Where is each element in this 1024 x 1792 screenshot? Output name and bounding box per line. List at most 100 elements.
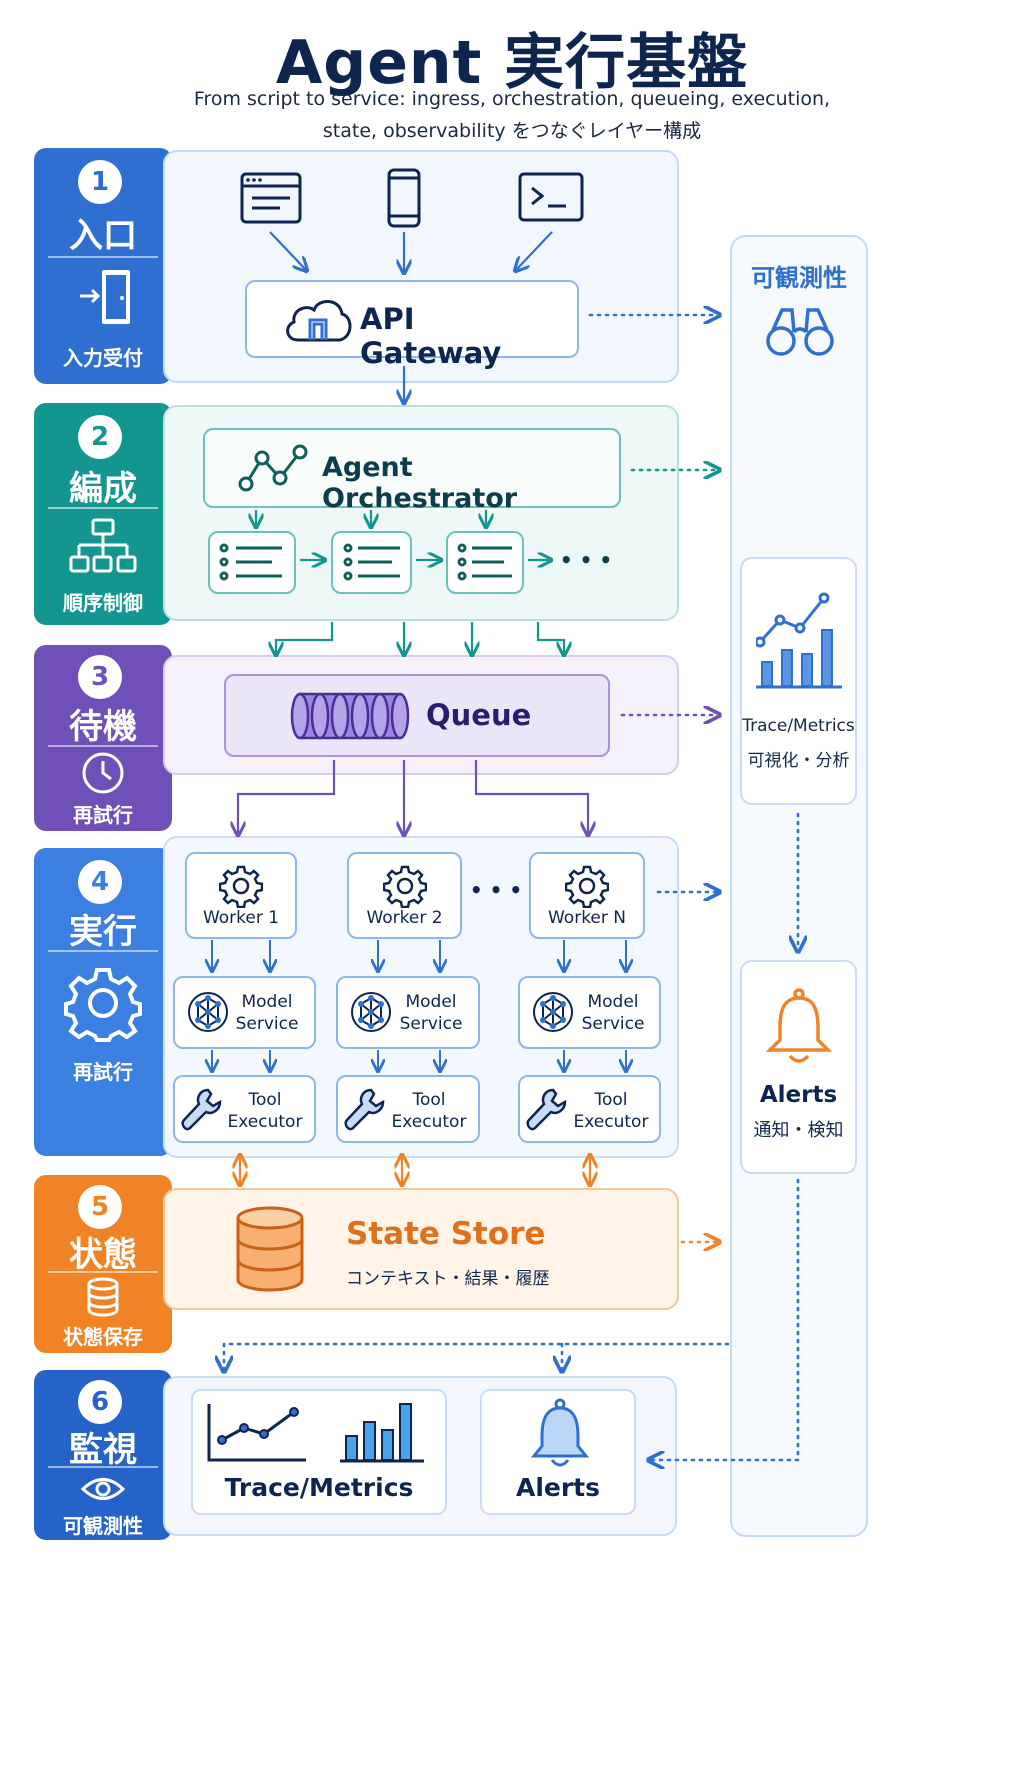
eye-icon [80, 1478, 126, 1500]
layer-4-divider [48, 950, 158, 952]
worker-2-box [347, 852, 462, 939]
worker-2-gear-icon [383, 865, 427, 908]
layer-5-rail: 5 状態 状態保存 [34, 1175, 172, 1353]
metrics-chart-icon [756, 592, 842, 689]
layer-3-rail: 3 待機 再試行 [34, 645, 172, 831]
layer-4-label: 実行 [69, 912, 137, 952]
terminal-icon [518, 172, 584, 222]
tool-3-label-line2: Executor [573, 1112, 649, 1132]
line-chart-icon [207, 1404, 306, 1462]
tool-1-wrench-icon [181, 1088, 222, 1131]
layer-5-divider [48, 1271, 158, 1273]
tool-2-label-line1: Tool [412, 1090, 446, 1110]
bar-chart-icon [340, 1403, 424, 1463]
layer-4-number: 4 [78, 860, 122, 904]
obs-alerts-card [740, 960, 857, 1174]
layer-3-number: 3 [78, 655, 122, 699]
layer-1-label: 入口 [69, 216, 137, 256]
model-1-label-line2: Service [235, 1014, 299, 1034]
model-2-label-line2: Service [399, 1014, 463, 1034]
model-3-label-line1: Model [587, 992, 639, 1012]
arrow-terminal-gateway [516, 231, 553, 270]
worker-1-label: Worker 1 [202, 908, 280, 928]
tool-2-wrench-icon [344, 1088, 385, 1131]
graph-nodes-icon [238, 444, 308, 492]
model-service-1-box [173, 976, 316, 1049]
layer-1-sublabel: 入力受付 [63, 346, 143, 370]
observability-title: 可観測性 [751, 264, 847, 292]
binoculars-icon [766, 308, 834, 356]
tool-3-label-line1: Tool [594, 1090, 628, 1110]
layer-1-divider [48, 256, 158, 258]
obs-alerts-label: Alerts [759, 1082, 838, 1108]
model-service-3-box [518, 976, 661, 1049]
queue-cylinder-icon [290, 692, 410, 740]
layer-4-sublabel: 再試行 [73, 1060, 133, 1084]
layer-2-rail: 2 編成 順序制御 [34, 403, 172, 625]
layer-6-sublabel: 可観測性 [63, 1514, 143, 1538]
model-2-network-icon [351, 992, 391, 1032]
cloud-gateway-icon [286, 300, 352, 342]
orchestrator-label: Agent Orchestrator [322, 452, 518, 514]
obs-trace-label: Trace/Metrics [742, 716, 855, 736]
door-enter-icon [80, 270, 130, 324]
layer-2-number: 2 [78, 415, 122, 459]
monitor-alerts-label: Alerts [515, 1473, 601, 1502]
layer-4-rail: 4 実行 再試行 [34, 848, 172, 1156]
layer-5-sublabel: 状態保存 [63, 1325, 143, 1349]
api-gateway-box [245, 280, 579, 358]
layer-3-label: 待機 [69, 707, 137, 747]
layer-1-rail: 1 入口 入力受付 [34, 148, 172, 384]
model-1-network-icon [188, 992, 228, 1032]
browser-icon [240, 172, 302, 224]
page-title: Agent 実行基盤 [275, 28, 749, 98]
layer-6-divider [48, 1466, 158, 1468]
layer-2-sublabel: 順序制御 [63, 591, 143, 615]
layer-3-sublabel: 再試行 [73, 803, 133, 827]
layer-6-label: 監視 [69, 1430, 137, 1470]
tool-2-label-line2: Executor [391, 1112, 467, 1132]
monitor-trace-label: Trace/Metrics [224, 1473, 414, 1502]
api-gateway-label: API Gateway [360, 302, 502, 370]
layer-3-divider [48, 745, 158, 747]
orchestrator-ellipsis: • • • [559, 548, 613, 572]
layer-1-number: 1 [78, 160, 122, 204]
model-2-label-line1: Model [405, 992, 457, 1012]
model-3-label-line2: Service [581, 1014, 645, 1034]
hierarchy-icon [69, 518, 137, 573]
arrow-browser-gateway [269, 231, 306, 270]
mobile-icon [387, 168, 421, 228]
layer-2-divider [48, 507, 158, 509]
obs-trace-card [740, 557, 857, 805]
queue-label: Queue [426, 698, 532, 732]
layer-2-label: 編成 [69, 469, 137, 509]
worker-n-label: Worker N [547, 908, 626, 928]
layer-6-number: 6 [78, 1380, 122, 1424]
subtitle-line-1: From script to service: ingress, orchest… [193, 88, 831, 110]
layer-5-number: 5 [78, 1185, 122, 1229]
state-database-icon [236, 1206, 304, 1292]
bell-icon-orange [766, 988, 832, 1063]
model-1-label-line1: Model [241, 992, 293, 1012]
model-3-network-icon [533, 992, 573, 1032]
database-icon [87, 1277, 119, 1317]
state-store-sublabel: コンテキスト・結果・履歴 [346, 1269, 550, 1289]
tool-3-wrench-icon [526, 1088, 567, 1131]
subtitle-line-2: state, observability をつなぐレイヤー構成 [322, 120, 702, 142]
tool-1-label-line1: Tool [248, 1090, 282, 1110]
layer-5-label: 状態 [69, 1235, 137, 1275]
gear-icon [64, 968, 142, 1042]
worker-1-gear-icon [219, 865, 263, 908]
layer-6-rail: 6 監視 可観測性 [34, 1370, 172, 1540]
clock-icon [82, 752, 124, 794]
tool-1-label-line2: Executor [227, 1112, 303, 1132]
obs-alerts-sublabel: 通知・検知 [753, 1120, 844, 1141]
workers-ellipsis: • • • [469, 878, 523, 902]
task-list-icons [219, 543, 512, 581]
bell-icon-blue [530, 1398, 590, 1467]
state-store-label: State Store [346, 1216, 546, 1252]
obs-trace-sublabel: 可視化・分析 [747, 751, 850, 771]
worker-2-label: Worker 2 [366, 908, 443, 928]
worker-n-gear-icon [565, 865, 609, 908]
